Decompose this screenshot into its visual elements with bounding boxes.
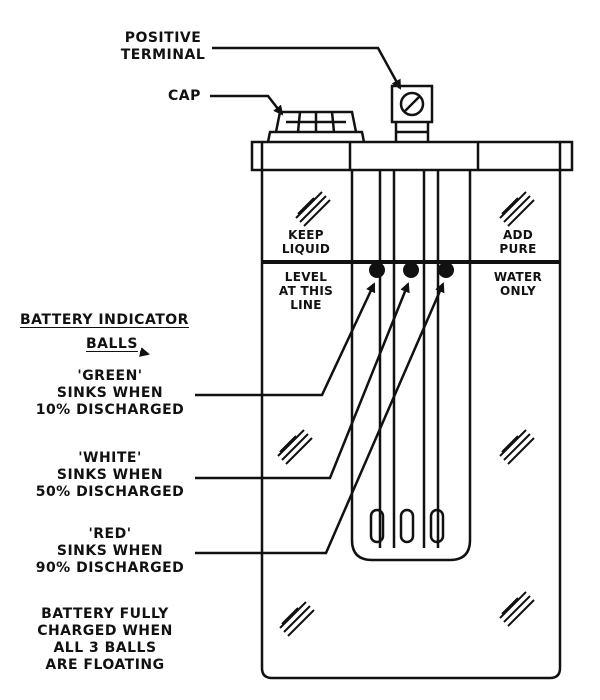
green-label: 'GREEN' SINKS WHEN 10% DISCHARGED [20,368,200,419]
leader-lines [139,46,445,555]
green-line-1: 'GREEN' [77,368,143,384]
level-at-this-line-label: LEVEL AT THIS LINE [266,270,346,312]
white-ball [403,262,419,278]
water-only-line-1: WATER [493,270,543,284]
red-label: 'RED' SINKS WHEN 90% DISCHARGED [20,526,200,577]
white-line-3: 50% DISCHARGED [35,484,185,500]
green-line-2: SINKS WHEN [56,385,164,401]
keep-liquid-line-2: LIQUID [281,242,331,256]
indicator-balls-leader [139,347,150,357]
battery-case [250,140,574,680]
fully-charged-line-3: ALL 3 BALLS [53,640,157,656]
red-ball [438,262,454,278]
keep-liquid-line-1: KEEP [288,228,324,242]
red-leader [195,282,445,555]
level-line-3: LINE [290,298,322,312]
white-line-1: 'WHITE' [78,450,142,466]
fully-charged-note: BATTERY FULLY CHARGED WHEN ALL 3 BALLS A… [20,606,190,674]
white-line-2: SINKS WHEN [56,467,164,483]
indicator-tubes [350,170,472,562]
positive-terminal-icon [390,84,434,142]
water-only-line-2: ONLY [500,284,536,298]
green-line-3: 10% DISCHARGED [35,402,185,418]
fully-charged-line-2: CHARGED WHEN [37,623,173,639]
level-line-1: LEVEL [284,270,328,284]
cap-label: CAP [168,88,201,104]
add-pure-line-1: ADD [502,228,534,242]
white-label: 'WHITE' SINKS WHEN 50% DISCHARGED [20,450,200,501]
add-pure-line-2: PURE [499,242,537,256]
positive-terminal-line-2: TERMINAL [120,47,206,63]
keep-liquid-label: KEEP LIQUID [266,228,346,256]
fully-charged-line-4: ARE FLOATING [45,657,165,673]
add-pure-label: ADD PURE [480,228,556,256]
red-line-2: SINKS WHEN [56,543,164,559]
glass-hatch-marks [277,191,535,637]
cap-leader [210,94,284,116]
fully-charged-line-1: BATTERY FULLY [41,606,169,622]
red-line-3: 90% DISCHARGED [35,560,185,576]
water-only-label: WATER ONLY [480,270,556,298]
indicator-balls-label: BALLS [86,336,138,352]
positive-terminal-line-1: POSITIVE [124,30,202,46]
positive-terminal-label: POSITIVE TERMINAL [108,30,218,64]
level-line-2: AT THIS [278,284,334,298]
green-ball [369,262,385,278]
indicator-title: BATTERY INDICATOR [20,312,189,328]
red-line-1: 'RED' [88,526,132,542]
terminal-leader [212,46,402,90]
indicator-balls [369,262,454,278]
white-leader [195,282,410,480]
cap-icon [266,110,366,143]
green-leader [195,282,376,397]
